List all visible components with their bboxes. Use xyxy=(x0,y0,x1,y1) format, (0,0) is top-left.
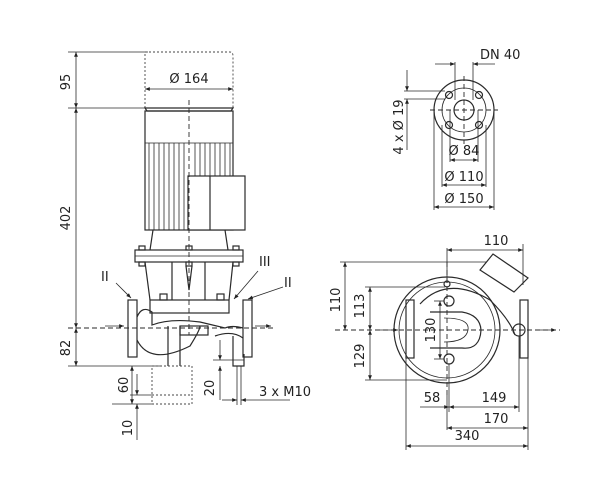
dim-motor-diameter: Ø 164 xyxy=(169,72,208,87)
terminal-box xyxy=(187,175,246,231)
cooling-fins xyxy=(145,142,233,230)
flange-right xyxy=(242,299,253,358)
dim-dn40: DN 40 xyxy=(480,48,520,63)
dim-10: 10 xyxy=(121,420,136,437)
dim-95: 95 xyxy=(59,74,74,91)
side-view: 95 402 82 Ø 164 xyxy=(59,51,311,440)
dim-110-flange: Ø 110 xyxy=(444,170,483,185)
marker-ii-left: II xyxy=(101,270,109,285)
flange-view: DN 40 4 x Ø 19 Ø 84 Ø 110 Ø 150 xyxy=(392,48,520,210)
flange-left xyxy=(127,299,138,358)
dim-149: 149 xyxy=(482,391,507,406)
marker-ii-right: II xyxy=(284,276,292,291)
dim-113: 113 xyxy=(353,294,368,319)
dim-60: 60 xyxy=(117,377,132,394)
dim-bolt-holes: 4 x Ø 19 xyxy=(392,99,407,154)
dim-84: Ø 84 xyxy=(449,144,480,159)
base-plate-outline xyxy=(151,365,193,405)
dim-129: 129 xyxy=(353,344,368,369)
dim-110-height: 110 xyxy=(329,288,344,313)
dim-58: 58 xyxy=(424,391,441,406)
dim-110-terminal: 110 xyxy=(484,234,509,249)
dim-foot-bolts: 3 x M10 xyxy=(259,385,311,400)
dim-130: 130 xyxy=(424,318,439,343)
dim-170: 170 xyxy=(484,412,509,427)
marker-iii: III xyxy=(259,255,271,270)
dim-340: 340 xyxy=(455,429,480,444)
dim-82: 82 xyxy=(59,340,74,357)
plan-view: 110 110 113 129 130 58 149 170 340 xyxy=(329,234,560,450)
dim-150: Ø 150 xyxy=(444,192,483,207)
dim-402: 402 xyxy=(59,206,74,231)
dim-20: 20 xyxy=(203,380,218,397)
